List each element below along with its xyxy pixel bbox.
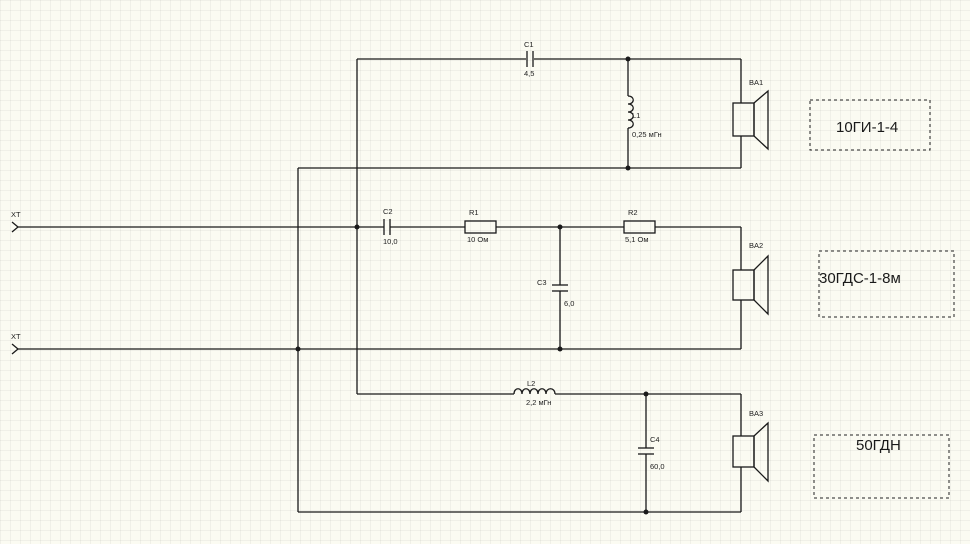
l1-value: 0,25 мГн [632, 130, 662, 139]
model-box-frame [818, 250, 955, 318]
c3-ref: C3 [537, 278, 547, 287]
r2-ref: R2 [628, 208, 638, 217]
ba3-model: 50ГДН [856, 437, 901, 454]
capacitor-c4[interactable]: C4 60,0 [638, 435, 665, 471]
r1-ref: R1 [469, 208, 479, 217]
ba1-model: 10ГИ-1-4 [836, 119, 898, 136]
junction-dot [625, 165, 631, 171]
terminal-xt-1[interactable]: XT [11, 210, 21, 233]
junction-dot [557, 346, 563, 352]
speaker-cone-icon [753, 254, 769, 316]
c4-ref: C4 [650, 435, 660, 444]
ba3-ref: BA3 [749, 409, 763, 418]
ba1-ref: BA1 [749, 78, 763, 87]
model-box-frame [813, 434, 950, 499]
speaker-magnet [732, 435, 755, 468]
speaker-cone-icon [753, 89, 769, 151]
terminal-label: XT [11, 210, 21, 219]
junction-dot [295, 346, 301, 352]
inductor-l2[interactable]: L2 2,2 мГн [513, 379, 556, 407]
c2-value: 10,0 [383, 237, 398, 246]
r1-value: 10 Ом [467, 235, 488, 244]
junction-dot [643, 391, 649, 397]
model-box-frame [809, 99, 931, 151]
resistor-body [464, 220, 497, 234]
c3-value: 6,0 [564, 299, 574, 308]
terminal-arrow-icon [11, 221, 20, 233]
model-box-ba3[interactable]: 50ГДН [813, 434, 950, 499]
capacitor-c3[interactable]: C3 6,0 [537, 278, 574, 308]
inductor-l1[interactable]: L1 0,25 мГн [627, 95, 662, 139]
ba2-ref: BA2 [749, 241, 763, 250]
junctions [295, 56, 649, 515]
ba2-model: 30ГДС-1-8м [819, 270, 901, 287]
l2-ref: L2 [527, 379, 535, 388]
inductor-coil [627, 95, 634, 129]
resistor-r1[interactable]: R1 10 Ом [464, 208, 497, 244]
speaker-cone-icon [753, 421, 769, 483]
terminal-label: XT [11, 332, 21, 341]
capacitor-c1[interactable]: C1 4,5 [524, 40, 534, 78]
terminal-arrow-icon [11, 343, 20, 355]
model-box-ba1[interactable]: 10ГИ-1-4 [809, 99, 931, 151]
speaker-ba1[interactable]: BA1 [732, 78, 769, 151]
resistor-r2[interactable]: R2 5,1 Ом [623, 208, 656, 244]
speaker-magnet [732, 269, 755, 301]
junction-dot [557, 224, 563, 230]
r2-value: 5,1 Ом [625, 235, 649, 244]
l2-value: 2,2 мГн [526, 398, 551, 407]
resistor-body [623, 220, 656, 234]
c2-ref: C2 [383, 207, 393, 216]
junction-dot [625, 56, 631, 62]
c4-value: 60,0 [650, 462, 665, 471]
c1-value: 4,5 [524, 69, 534, 78]
speaker-magnet [732, 102, 755, 137]
speaker-ba2[interactable]: BA2 [732, 241, 769, 316]
terminal-xt-2[interactable]: XT [11, 332, 21, 355]
c1-ref: C1 [524, 40, 534, 49]
model-box-ba2[interactable]: 30ГДС-1-8м [818, 250, 955, 318]
l1-ref: L1 [632, 111, 640, 120]
capacitor-c2[interactable]: C2 10,0 [383, 207, 398, 246]
junction-dot [354, 224, 360, 230]
junction-dot [643, 509, 649, 515]
speaker-ba3[interactable]: BA3 [732, 409, 769, 483]
inductor-coil [513, 388, 556, 395]
